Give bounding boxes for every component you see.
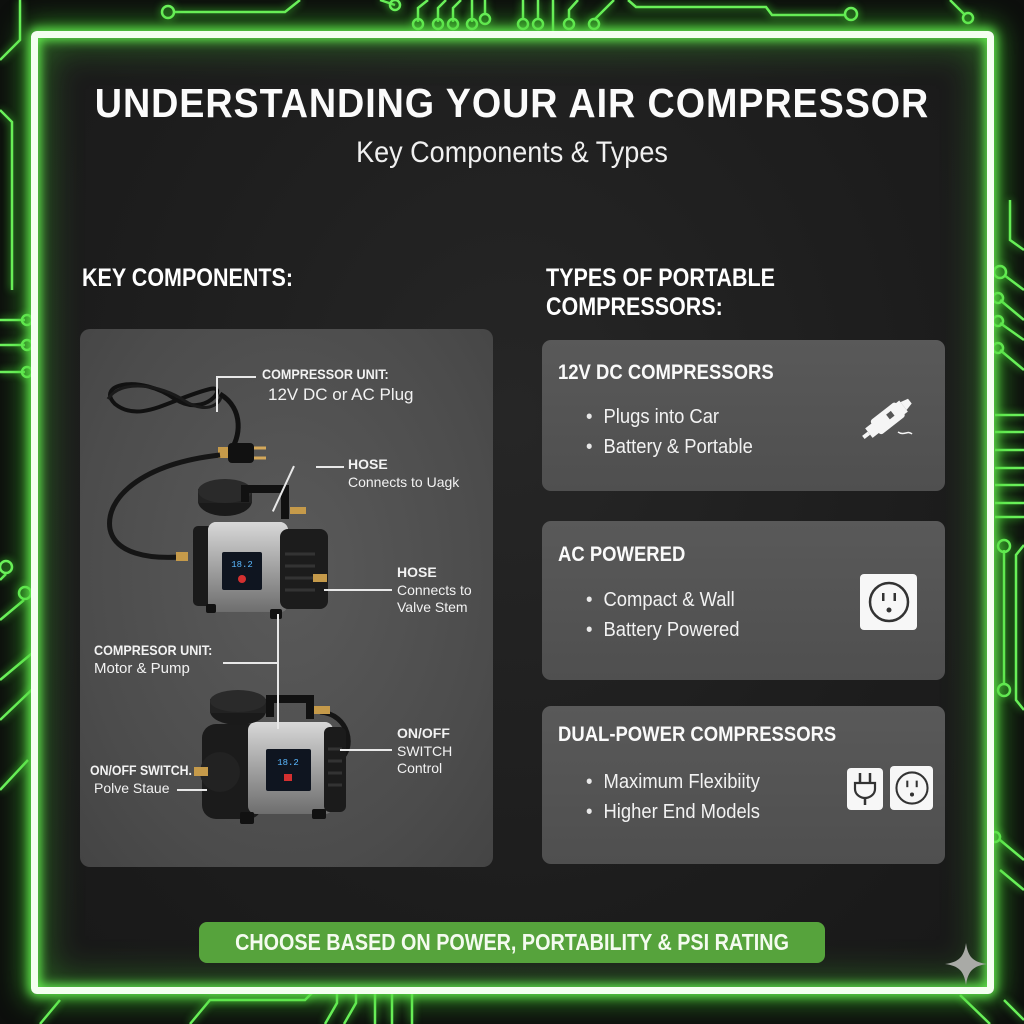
leader-line [223,662,278,664]
type-card-ac-powered: AC POWERED Compact & Wall Battery Powere… [542,521,945,680]
leader-line [340,749,392,751]
card-title: AC POWERED [558,543,686,566]
bullet-item: Higher End Models [586,797,759,827]
wall-outlet-icon [890,766,933,810]
svg-text:18.2: 18.2 [277,758,299,768]
callout-motor-pump: COMPRESOR UNIT: Motor & Pump [94,642,213,677]
bullet-item: Compact & Wall [586,585,740,615]
recommendation-banner: CHOOSE BASED ON POWER, PORTABILITY & PSI… [199,922,825,963]
page-subtitle: Key Components & Types [356,136,668,169]
leader-line [177,789,207,791]
callout-hose-upper: HOSE Connects to Uagk [348,456,460,490]
types-heading: TYPES OF PORTABLE COMPRESSORS: [546,264,775,321]
card-title: DUAL-POWER COMPRESSORS [558,723,837,746]
bullet-item: Battery & Portable [586,432,752,462]
leader-line [216,376,218,412]
callout-on-off-switch: ON/OFF SWITCH. Polve Staue [90,762,192,796]
banner-text: CHOOSE BASED ON POWER, PORTABILITY & PSI… [235,929,789,955]
bullet-item: Battery Powered [586,615,739,645]
key-components-heading: KEY COMPONENTS: [82,264,294,292]
page-title: UNDERSTANDING YOUR AIR COMPRESSOR [94,80,930,126]
car-charger-plug-icon [862,398,913,440]
bullet-item: Maximum Flexibiity [586,767,760,797]
callout-switch-control: ON/OFF SWITCH Control [397,725,453,776]
leader-line [324,589,392,591]
components-diagram-panel: 18.2 18.2 [80,329,493,867]
card-title: 12V DC COMPRESSORS [558,361,774,384]
type-card-dual-power: DUAL-POWER COMPRESSORS Maximum Flexibiit… [542,706,945,864]
compressor-top-illustration: 18.2 18.2 [106,382,351,824]
card-bullets: Plugs into Car Battery & Portable [586,402,767,462]
leader-line [277,614,279,729]
card-bullets: Maximum Flexibiity Higher End Models [586,767,775,827]
leader-line [216,376,256,378]
bullet-item: Plugs into Car [586,402,753,432]
svg-text:18.2: 18.2 [231,560,253,570]
type-card-12v-dc: 12V DC COMPRESSORS Plugs into Car Batter… [542,340,945,491]
leader-line [316,466,344,468]
card-bullets: Compact & Wall Battery Powered [586,585,753,645]
wall-outlet-icon [860,574,917,630]
sparkle-icon [945,943,987,985]
plug-icon [847,768,883,810]
callout-hose-valve: HOSE Connects to Valve Stem [397,564,472,615]
callout-power-plug: COMPRESSOR UNIT: 12V DC or AC Plug [262,366,414,404]
